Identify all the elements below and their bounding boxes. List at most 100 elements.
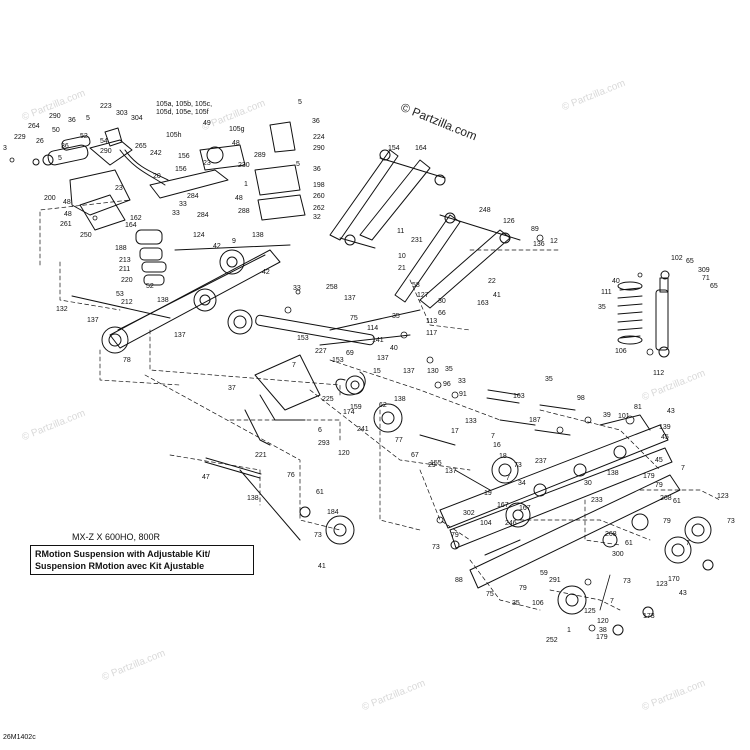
- callout-label: 61: [316, 489, 324, 496]
- callout-label: 211: [119, 266, 131, 273]
- callout-label: 23: [203, 160, 211, 167]
- callout-label: 35: [445, 366, 453, 373]
- callout-label: 126: [503, 218, 515, 225]
- callout-label: 36: [313, 166, 321, 173]
- callout-label: 284: [187, 193, 199, 200]
- callout-label: 79: [663, 518, 671, 525]
- callout-label: 237: [535, 458, 547, 465]
- callout-label: 105h: [166, 132, 182, 139]
- callout-label: 32: [313, 214, 321, 221]
- callout-label: 7: [292, 362, 296, 369]
- callout-label: 136: [533, 241, 545, 248]
- callout-label: 81: [634, 404, 642, 411]
- callout-label: 137: [174, 332, 186, 339]
- callout-label: 174: [343, 409, 355, 416]
- callout-label: 220: [121, 277, 133, 284]
- callout-label: 73: [432, 544, 440, 551]
- callout-label: 261: [60, 221, 72, 228]
- callout-label: 120: [338, 450, 350, 457]
- callout-label: 132: [56, 306, 68, 313]
- callout-label: 3: [3, 145, 7, 152]
- shock-hardware-cluster: [32, 121, 306, 286]
- fasteners: [9, 157, 654, 632]
- callout-label: 37: [228, 385, 236, 392]
- callout-label: 268: [660, 495, 672, 502]
- callout-label: 17: [451, 428, 459, 435]
- callout-label: 303: [116, 110, 128, 117]
- callout-label: 18: [499, 453, 507, 460]
- callout-label: 155: [430, 460, 442, 467]
- callout-label: 30: [438, 298, 446, 305]
- callout-label: 114: [367, 325, 379, 332]
- callout-label: 246: [505, 520, 517, 527]
- callout-label: 59: [540, 570, 548, 577]
- callout-label: 33: [293, 285, 301, 292]
- callout-label: 5: [58, 155, 62, 162]
- callout-label: 38: [599, 627, 607, 634]
- drawing-reference: 26M1402c: [3, 734, 36, 741]
- callout-label: 66: [438, 310, 446, 317]
- callout-label: 73: [514, 462, 522, 469]
- callout-label: 153: [332, 357, 344, 364]
- callout-label: 137: [87, 317, 99, 324]
- title-line-french: Suspension RMotion avec Kit Ajustable: [35, 561, 205, 571]
- callout-label: 112: [653, 370, 665, 377]
- callout-label: 52: [146, 283, 154, 290]
- callout-label: 133: [465, 418, 477, 425]
- callout-label: 42: [213, 243, 221, 250]
- callout-label: 7: [491, 433, 495, 440]
- callout-label: 91: [459, 391, 467, 398]
- callout-label: 65: [686, 258, 694, 265]
- model-label: MX-Z X 600HO, 800R: [72, 532, 161, 542]
- callout-label: 49: [203, 120, 211, 127]
- callout-label: 73: [623, 578, 631, 585]
- callout-label: 30: [584, 480, 592, 487]
- callout-label: 231: [411, 237, 423, 244]
- callout-label: 187: [529, 417, 541, 424]
- callout-label: 50: [52, 127, 60, 134]
- callout-label: 33: [172, 210, 180, 217]
- callout-label: 48: [63, 199, 71, 206]
- callout-label: 224: [313, 134, 325, 141]
- callout-label: 250: [80, 232, 92, 239]
- callout-label: 163: [477, 300, 489, 307]
- callout-label: 241: [357, 426, 369, 433]
- callout-label: 78: [123, 357, 131, 364]
- callout-label: 159: [350, 404, 362, 411]
- callout-label: 12: [550, 238, 558, 245]
- callout-label: 36: [61, 143, 69, 150]
- diagram-title: RMotion Suspension with Adjustable Kit/ …: [30, 545, 254, 575]
- callout-label: 213: [119, 257, 131, 264]
- callout-label: 137: [403, 368, 415, 375]
- callout-label: 35: [392, 313, 400, 320]
- callout-label: 101: [618, 413, 630, 420]
- callout-label: 41: [318, 563, 326, 570]
- callout-label: 137: [377, 355, 389, 362]
- callout-label: 1: [244, 181, 248, 188]
- callout-label: 77: [395, 437, 403, 444]
- callout-label: 36: [312, 118, 320, 125]
- callout-label: 138: [247, 495, 259, 502]
- callout-label: 35: [545, 376, 553, 383]
- callout-label: 88: [455, 577, 463, 584]
- callout-label: 127: [417, 292, 429, 299]
- callout-label: 179: [643, 473, 655, 480]
- callout-label: 252: [546, 637, 558, 644]
- callout-label: 153: [297, 335, 309, 342]
- callout-label: 156: [175, 166, 187, 173]
- callout-label: 212: [121, 299, 133, 306]
- title-line-english: RMotion Suspension with Adjustable Kit/: [35, 549, 211, 559]
- slide-rail: [439, 414, 681, 589]
- callout-label: 9: [232, 238, 236, 245]
- callout-label: 33: [458, 378, 466, 385]
- callout-label: 154: [388, 145, 400, 152]
- callout-label: 290: [313, 145, 325, 152]
- callout-label: 221: [255, 452, 267, 459]
- callout-label: 36: [68, 117, 76, 124]
- callout-label: 53: [116, 291, 124, 298]
- callout-label: 96: [443, 381, 451, 388]
- callout-label: 5: [296, 161, 300, 168]
- callout-label: 105a, 105b, 105c,: [156, 101, 213, 108]
